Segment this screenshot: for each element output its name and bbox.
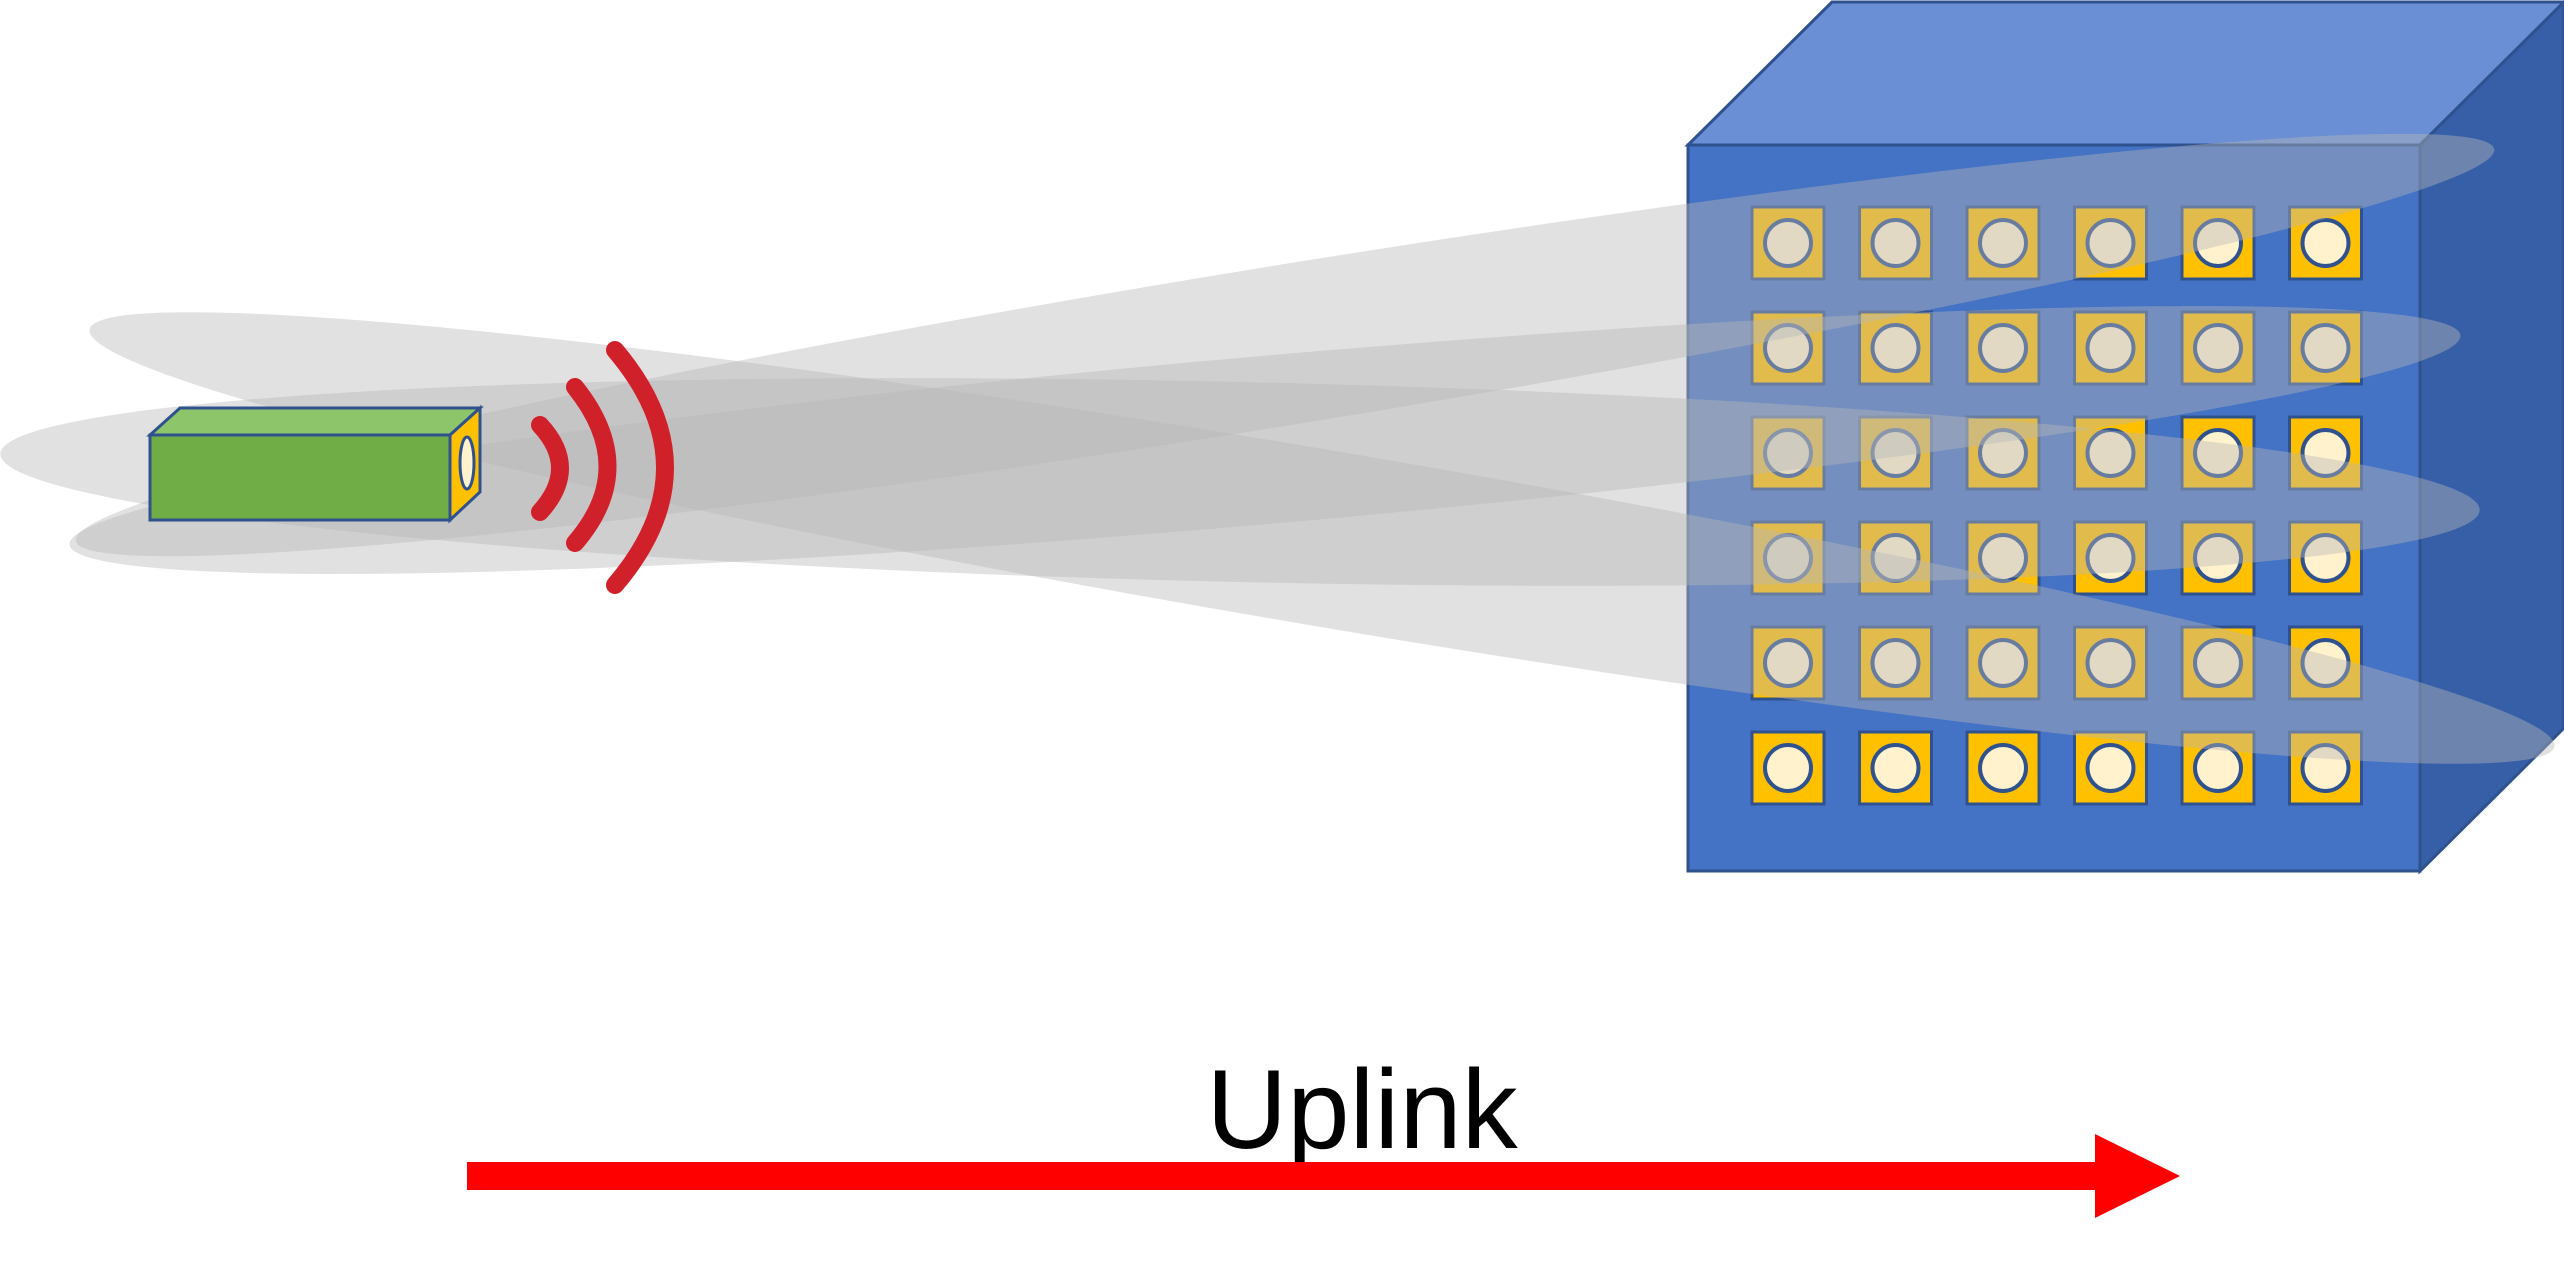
antenna-element-circle — [2300, 743, 2351, 793]
antenna-element-circle — [2300, 428, 2351, 478]
antenna-element-circle — [2193, 743, 2243, 793]
antenna-element — [1965, 205, 2041, 281]
antenna-element-circle — [2193, 638, 2243, 688]
antenna-element-circle — [2300, 218, 2351, 268]
antenna-element-circle — [1763, 428, 1813, 478]
antenna-element — [2180, 205, 2256, 281]
antenna-element — [2073, 310, 2148, 386]
antenna-array-grid — [1750, 205, 2363, 806]
antenna-element-circle — [2085, 533, 2136, 583]
antenna-element — [2073, 415, 2148, 491]
antenna-element — [2073, 205, 2148, 281]
antenna-element — [2073, 730, 2148, 806]
antenna-element-circle — [1870, 533, 1921, 583]
antenna-element-circle — [1978, 218, 2028, 268]
antenna-element-circle — [2085, 428, 2136, 478]
beam-lobe-upper — [75, 133, 2495, 557]
antenna-element — [2288, 520, 2363, 596]
base-station-cube — [1684, 0, 2564, 875]
antenna-element-circle — [2085, 638, 2136, 688]
antenna-element — [1858, 520, 1933, 596]
antenna-element-circle — [2300, 323, 2351, 373]
antenna-element-circle — [2300, 533, 2351, 583]
antenna-element — [1750, 415, 1826, 491]
antenna-element-circle — [2193, 533, 2243, 583]
antenna-element-circle — [1978, 533, 2028, 583]
antenna-element — [1858, 625, 1933, 701]
antenna-element-circle — [1763, 743, 1813, 793]
antenna-element — [1750, 520, 1826, 596]
antenna-element — [2073, 625, 2148, 701]
antenna-element — [2180, 310, 2256, 386]
antenna-element — [1965, 520, 2041, 596]
antenna-element-circle — [2085, 218, 2136, 268]
antenna-element-circle — [1763, 218, 1813, 268]
antenna-element-circle — [1870, 323, 1921, 373]
antenna-element — [1965, 730, 2041, 806]
antenna-element — [1750, 730, 1826, 806]
antenna-element — [1965, 310, 2041, 386]
antenna-element — [1858, 310, 1933, 386]
antenna-element-circle — [1978, 428, 2028, 478]
uplink-label: Uplink — [1206, 1047, 1518, 1172]
antenna-element — [2180, 625, 2256, 701]
antenna-element-circle — [1978, 638, 2028, 688]
wave-arc-medium — [566, 378, 617, 552]
device-front-face — [148, 433, 452, 522]
antenna-element — [2180, 415, 2256, 491]
antenna-element — [2288, 625, 2363, 701]
antenna-element-circle — [1763, 533, 1813, 583]
antenna-element-circle — [2193, 218, 2243, 268]
uplink-arrow-head — [2095, 1134, 2180, 1218]
antenna-element — [1750, 625, 1826, 701]
antenna-element — [1965, 625, 2041, 701]
antenna-element-circle — [1978, 323, 2028, 373]
user-device — [146, 404, 484, 524]
antenna-element — [1858, 205, 1933, 281]
antenna-element-circle — [1978, 743, 2028, 793]
antenna-element — [1858, 415, 1933, 491]
antenna-element-circle — [1870, 428, 1921, 478]
antenna-element-circle — [1870, 218, 1921, 268]
uplink-arrow — [467, 1134, 2180, 1218]
radio-waves-icon — [531, 341, 674, 594]
antenna-element — [1965, 415, 2041, 491]
antenna-element — [2073, 520, 2148, 596]
antenna-element — [2288, 310, 2363, 386]
antenna-element — [1750, 310, 1826, 386]
antenna-element — [2288, 205, 2363, 281]
device-antenna-element — [458, 435, 476, 491]
antenna-element-circle — [2193, 323, 2243, 373]
device-top-face — [146, 406, 484, 437]
antenna-element — [2288, 730, 2363, 806]
antenna-element — [2288, 415, 2363, 491]
wave-arc-small — [531, 416, 569, 521]
antenna-element-circle — [2300, 638, 2351, 688]
antenna-element-circle — [1763, 323, 1813, 373]
antenna-element-circle — [2193, 428, 2243, 478]
antenna-element-circle — [2085, 743, 2136, 793]
antenna-element — [1858, 730, 1933, 806]
wave-arc-large — [606, 341, 674, 594]
antenna-element — [2180, 730, 2256, 806]
antenna-element — [2180, 520, 2256, 596]
antenna-element-circle — [1870, 743, 1921, 793]
beam-lobe-lower — [89, 312, 2555, 764]
antenna-element — [1750, 205, 1826, 281]
cube-top-face — [1684, 0, 2564, 147]
antenna-element-circle — [1763, 638, 1813, 688]
beam-lobe-mid-lower — [0, 378, 2480, 586]
antenna-element-circle — [2085, 323, 2136, 373]
uplink-arrow-shaft — [467, 1162, 2097, 1190]
antenna-element-circle — [1870, 638, 1921, 688]
